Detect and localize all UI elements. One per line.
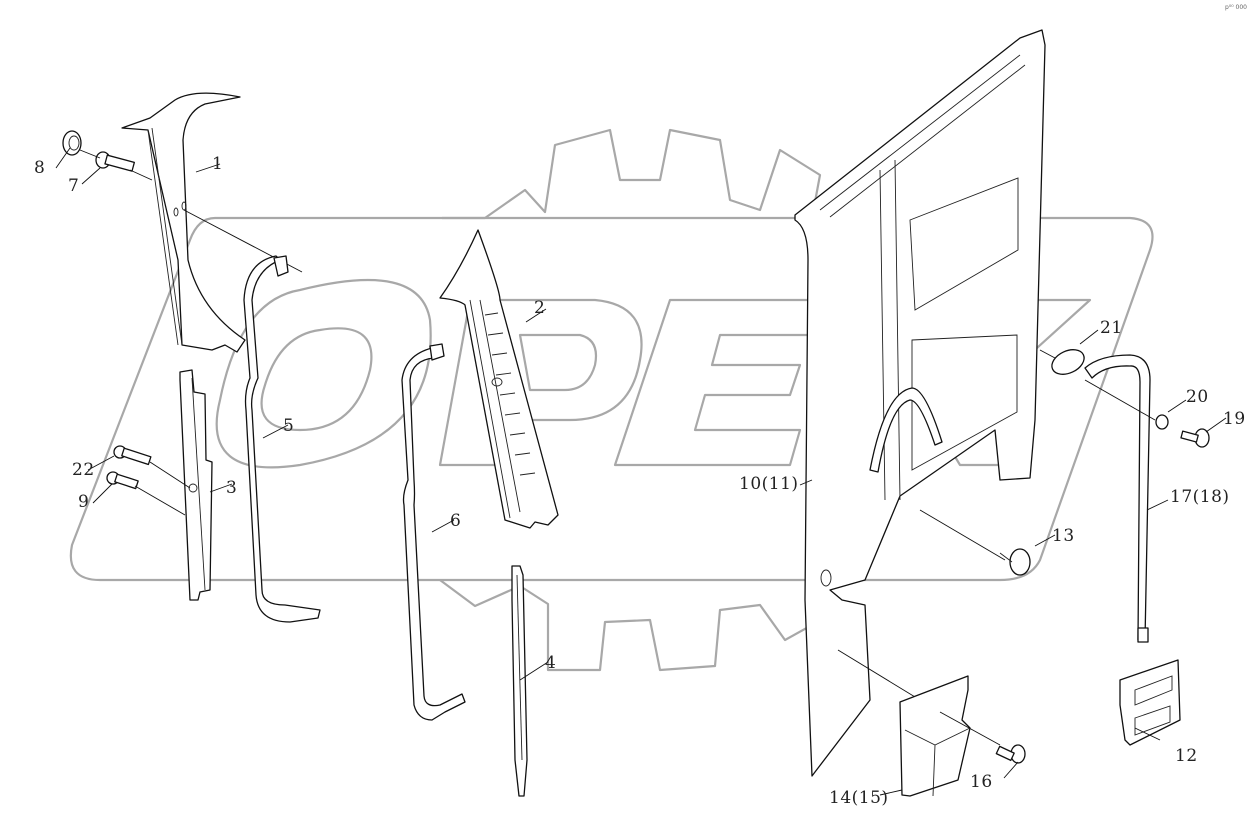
part-12-door-handle[interactable] — [1119, 659, 1181, 746]
part-3-trim-strip[interactable] — [179, 369, 213, 601]
part-16-screw[interactable] — [995, 744, 1026, 764]
callout-8[interactable]: 8 — [34, 158, 46, 178]
callout-13[interactable]: 13 — [1052, 526, 1075, 546]
part-6-grab-bar[interactable] — [401, 343, 466, 721]
callout-1[interactable]: 1 — [212, 154, 224, 174]
part-2-pillar-trim[interactable] — [439, 229, 559, 529]
part-1-pillar-trim[interactable] — [121, 92, 246, 353]
callout-19[interactable]: 19 — [1223, 409, 1246, 429]
part-9-bolt[interactable] — [106, 471, 139, 490]
callout-2[interactable]: 2 — [534, 298, 546, 318]
callout-7[interactable]: 7 — [68, 176, 80, 196]
callout-12[interactable]: 12 — [1175, 746, 1198, 766]
part-19-screw[interactable] — [1180, 428, 1210, 448]
callout-5[interactable]: 5 — [283, 416, 295, 436]
callout-20[interactable]: 20 — [1186, 387, 1209, 407]
part-13-screw[interactable] — [999, 548, 1031, 576]
callout-9[interactable]: 9 — [78, 492, 90, 512]
callout-16[interactable]: 16 — [970, 772, 993, 792]
part-5-grab-bar[interactable] — [243, 255, 321, 623]
part-7-bolt[interactable] — [95, 151, 135, 172]
part-20-washer[interactable] — [1155, 414, 1169, 430]
callout-6[interactable]: 6 — [450, 511, 462, 531]
callout-17-18[interactable]: 17(18) — [1170, 487, 1230, 507]
part-21-spacer[interactable] — [1048, 345, 1088, 379]
callout-14-15[interactable]: 14(15) — [829, 788, 889, 808]
part-17-18-grab-bar[interactable] — [1084, 354, 1151, 643]
callout-22[interactable]: 22 — [72, 460, 95, 480]
corner-mark: p⁰⁰ 000 — [1225, 4, 1247, 11]
callout-10-11[interactable]: 10(11) — [739, 474, 799, 494]
callout-21[interactable]: 21 — [1100, 318, 1123, 338]
callout-leaders — [55, 147, 1227, 796]
part-22-bolt[interactable] — [113, 445, 152, 466]
part-10-11-rear-panel[interactable] — [794, 29, 1046, 777]
part-8-grommet[interactable] — [62, 130, 82, 156]
callout-4[interactable]: 4 — [545, 653, 557, 673]
callout-3[interactable]: 3 — [226, 478, 238, 498]
part-4-trim-strip[interactable] — [511, 565, 528, 797]
